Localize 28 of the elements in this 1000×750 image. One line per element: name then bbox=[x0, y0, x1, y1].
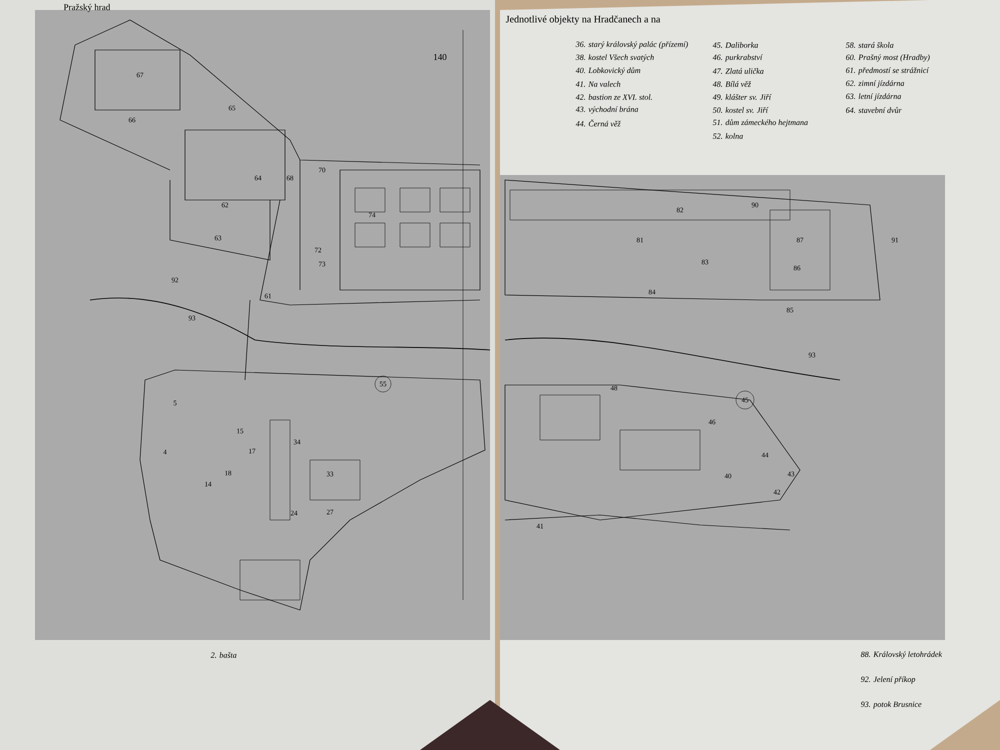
key-entry: 43. východní brána bbox=[576, 106, 638, 114]
key-entry: 44. Černá věž bbox=[576, 120, 621, 126]
key-entry: 60. Prašný most (Hradby) bbox=[846, 54, 930, 62]
key-entry: 45. Daliborka bbox=[712, 42, 758, 48]
key-entry: 61. předmostí se strážnicí bbox=[846, 67, 930, 75]
key-entry: 51. dům zámeckého hejtmana bbox=[712, 119, 808, 127]
key-entry: 64. stavební dvůr bbox=[846, 107, 902, 113]
page-number: 140 bbox=[434, 54, 446, 60]
key-entry: 40. Lobkovický dům bbox=[576, 67, 640, 75]
key-entry: 93. potok Brusnice bbox=[860, 701, 922, 709]
key-entry: 46. purkrabství bbox=[712, 54, 763, 62]
key-entry: 48. Bílá věž bbox=[712, 81, 752, 87]
key-entry: 50. kostel sv. Jiří bbox=[712, 107, 768, 113]
key-entry: 36. starý královský palác (přízemí) bbox=[576, 41, 688, 49]
key-entry: 58. stará škola bbox=[846, 42, 894, 48]
key-entry: 42. bastion ze XVI. stol. bbox=[576, 94, 652, 100]
key-entry: 63. letní jízdárna bbox=[846, 93, 901, 101]
key-entry: 41. Na valech bbox=[576, 81, 620, 87]
section-heading: Jednotlivé objekty na Hradčanech a na bbox=[506, 15, 660, 25]
key-entry: 92. Jelení příkop bbox=[860, 676, 916, 684]
key-entry: 38. kostel Všech svatých bbox=[576, 54, 654, 62]
key-entry: 2. bašta bbox=[210, 652, 236, 658]
key-entry: 52. kolna bbox=[712, 133, 743, 139]
key-entry: 47. Zlatá ulička bbox=[712, 68, 764, 74]
key-entry: 88. Královský letohrádek bbox=[860, 651, 942, 659]
running-head: Pražský hrad bbox=[64, 4, 110, 12]
key-entry: 49. klášter sv. Jiří bbox=[712, 94, 772, 100]
key-entry: 62. zimní jízdárna bbox=[846, 80, 904, 88]
